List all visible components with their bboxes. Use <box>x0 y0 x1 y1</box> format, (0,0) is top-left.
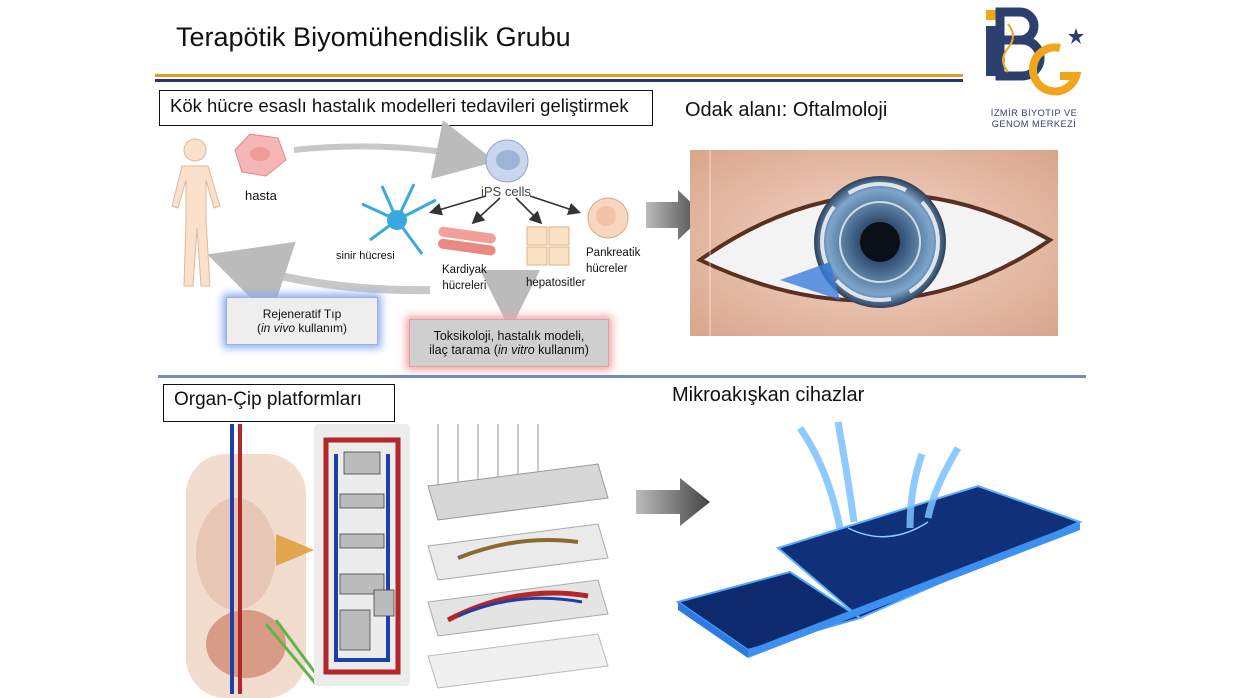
neuron-illustration <box>361 183 437 255</box>
tox-line-2: ilaç tarama (in vitro kullanım) <box>429 343 589 357</box>
cardiac-label-2: hücreleri <box>442 280 487 292</box>
tox-line-1: Toksikoloji, hastalık modeli, <box>433 329 585 343</box>
ips-cell-illustration <box>485 139 529 183</box>
logo-line-2: GENOM MERKEZİ <box>991 119 1077 129</box>
ips-label: iPS cells <box>481 184 531 199</box>
logo-line-1: İZMİR BİYOTIP VE <box>990 108 1078 118</box>
eye-image <box>690 150 1058 336</box>
neuron-label: sinir hücresi <box>336 250 395 262</box>
logo-text: İZMİR BİYOTIP VE GENOM MERKEZİ <box>982 108 1086 130</box>
skin-cell-illustration <box>234 133 287 177</box>
organ-chip-schematic <box>314 424 410 686</box>
ibg-logo <box>978 4 1088 134</box>
ophthalmology-heading: Odak alanı: Oftalmoloji <box>685 99 888 121</box>
pancreatic-cell-illustration <box>587 197 629 239</box>
arrow-right-icon-2 <box>636 478 710 526</box>
microfluidic-heading: Mikroakışkan cihazlar <box>672 384 865 406</box>
stem-cell-heading: Kök hücre esaslı hastalık modelleri teda… <box>159 90 653 126</box>
slide-title: Terapötik Biyomühendislik Grubu <box>176 22 571 52</box>
human-organs-illustration <box>186 424 318 698</box>
pancreatic-label: Pankreatik hücreler <box>586 245 640 277</box>
pancreatic-label-2: hücreler <box>586 263 628 275</box>
layered-chip-illustration <box>427 424 609 689</box>
arrow-right-icon <box>646 190 704 240</box>
cardiac-label-1: Kardiyak <box>442 264 487 276</box>
pancreatic-label-1: Pankreatik <box>586 247 641 259</box>
regen-line-2: (in vivo kullanım) <box>256 321 348 335</box>
regen-line-1: Rejeneratif Tıp <box>262 307 342 321</box>
hepatocyte-label: hepatositler <box>526 277 586 289</box>
regenerative-medicine-box: Rejeneratif Tıp (in vivo kullanım) <box>226 297 378 345</box>
title-rule-orange <box>155 74 963 77</box>
cardiac-label: Kardiyak hücreleri <box>442 262 487 294</box>
toxicology-box: Toksikoloji, hastalık modeli, ilaç taram… <box>409 319 609 367</box>
hepatocyte-illustration <box>526 226 570 266</box>
patient-label: hasta <box>245 188 277 203</box>
cardiac-cell-illustration <box>438 226 496 256</box>
section-divider <box>158 375 1086 378</box>
stem-cell-diagram-arrows <box>207 120 582 330</box>
organ-chip-heading: Organ-Çip platformları <box>163 384 395 422</box>
ibg-logo-mark <box>986 7 1084 96</box>
microfluidic-chip-image <box>675 421 1083 658</box>
title-rule-navy <box>155 79 963 82</box>
